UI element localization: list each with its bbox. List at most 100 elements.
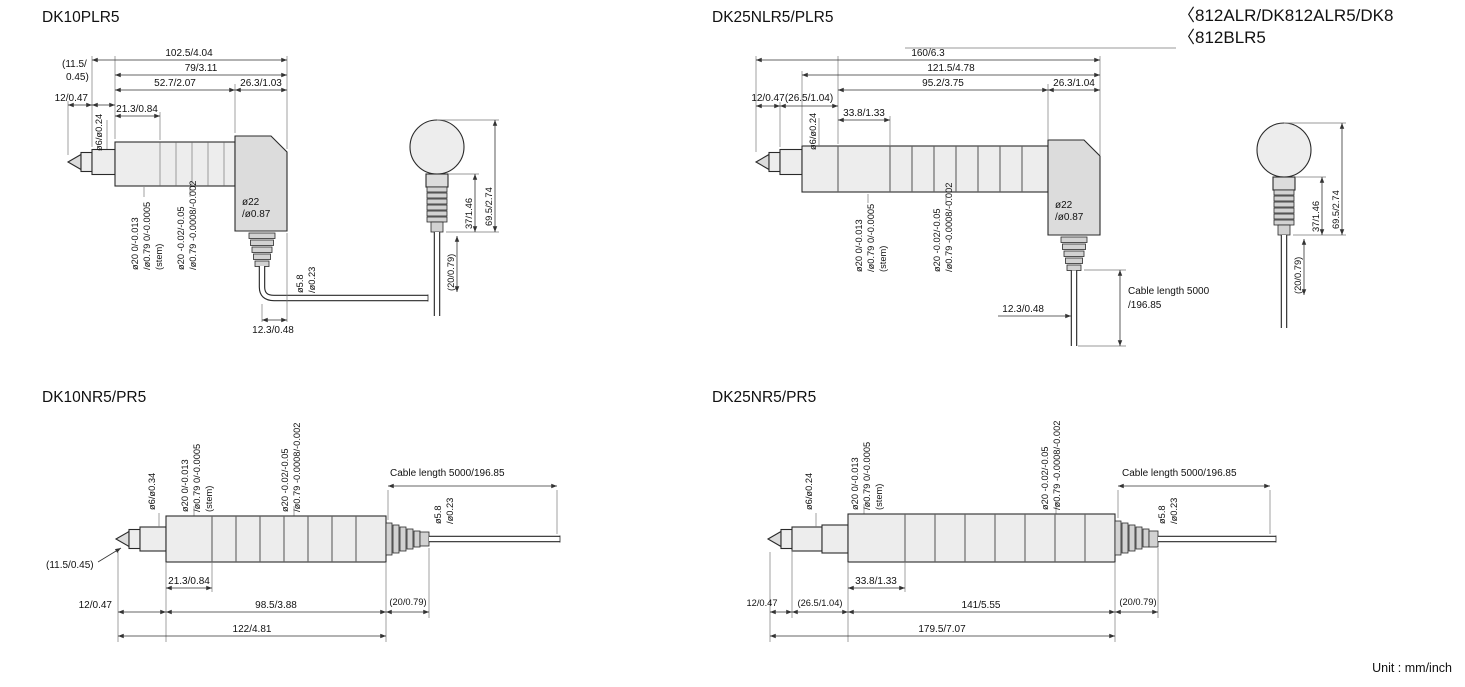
body-diameter-line2: /ø0.79 -0.0008/-0.002: [292, 423, 302, 512]
connector-dimension-lines: [1301, 123, 1345, 295]
dim-connector-neck: 37/1.46: [464, 198, 474, 229]
dim-collar-ref: (26.5/1.04): [785, 93, 833, 104]
relief-nub: [1148, 530, 1159, 548]
cable-length-label: Cable length 5000/196.85: [1122, 468, 1237, 479]
nose-cylinder: [91, 148, 116, 176]
stem-diameter-line2: /ø0.79 0/-0.0005: [142, 202, 152, 270]
dimension-labels: 102.5/4.04 (11.5/ 0.45) 79/3.11 52.7/2.0…: [55, 48, 317, 336]
connector-ribs: [426, 186, 448, 223]
dim-tip-ref-line2: 0.45): [66, 72, 89, 83]
body-ridges: [159, 142, 225, 186]
nose-cylinder: [779, 148, 803, 176]
stem-body: [165, 515, 387, 563]
dim-connector-neck: 37/1.46: [1311, 201, 1321, 232]
cable-diameter-line1: ø5.8: [433, 505, 443, 524]
cable-diameter-line1: ø5.8: [295, 274, 305, 293]
dim-overall-length: 122/4.81: [233, 624, 272, 635]
probe-drawing: [114, 515, 561, 563]
tip-diameter-label: ø6/ø0.24: [804, 473, 814, 510]
header-models-line1: 〈812ALR/DK812ALR5/DK8: [1178, 6, 1393, 25]
probe-tip: [754, 153, 770, 171]
extension-lines: [755, 56, 1126, 347]
dimension-lines: [756, 57, 1123, 346]
stem-label: (stem): [204, 486, 214, 512]
relief-nub: [419, 531, 430, 547]
connector-neck: [425, 173, 449, 188]
connector-ribs: [1273, 189, 1295, 226]
angle-connector-block: [1047, 139, 1101, 236]
body-diameter-line2: /ø0.79 -0.0008/-0.002: [188, 181, 198, 270]
body-ridges: [904, 514, 1086, 562]
stem-label: (stem): [874, 484, 884, 510]
connector-circle: [1256, 122, 1312, 178]
panel-dk25nr5-pr5: DK25NR5/PR5: [712, 389, 1277, 642]
dim-block-length: 26.3/1.04: [1053, 78, 1095, 89]
tip-collar: [780, 528, 793, 550]
connector-side-view: 37/1.46 69.5/2.74 (20/0.79): [1256, 122, 1346, 328]
body-diameter-line1: ø20 -0.02/-0.05: [176, 206, 186, 270]
body-diameter-line1: ø20 -0.02/-0.05: [1040, 446, 1050, 510]
stem-diameter-line2: /ø0.79 0/-0.0005: [862, 442, 872, 510]
dim-block-length: 26.3/1.03: [240, 78, 282, 89]
dim-body-length: 121.5/4.78: [927, 63, 975, 74]
dim-nose-length: 12/0.47: [751, 93, 785, 104]
panel-dk10nr5-pr5: DK10NR5/PR5: [42, 389, 561, 642]
header-models-line2: 〈812BLR5: [1178, 28, 1266, 47]
dim-connector-total: 69.5/2.74: [1331, 190, 1341, 229]
stem-diameter-line2: /ø0.79 0/-0.0005: [866, 204, 876, 272]
cable-diameter-line2: /ø0.23: [1169, 498, 1179, 524]
block-diameter-line1: ø22: [242, 197, 260, 208]
body-diameter-line1: ø20 -0.02/-0.05: [932, 208, 942, 272]
dim-overall-length: 160/6.3: [911, 48, 945, 59]
dim-relief-ref: (20/0.79): [389, 597, 426, 607]
stem-diameter-line1: ø20 0/-0.013: [854, 219, 864, 272]
probe-tip: [66, 153, 82, 171]
panel-title: DK10NR5/PR5: [42, 389, 146, 406]
block-diameter-line2: /ø0.87: [1055, 212, 1084, 223]
probe-drawing: [754, 139, 1101, 346]
strain-relief: [248, 232, 276, 267]
cable-length-line1: Cable length 5000: [1128, 286, 1210, 297]
angle-connector-block: [234, 135, 288, 232]
connector-dimension-lines: [454, 120, 498, 292]
dimension-lines: [68, 57, 287, 323]
dim-relief-ref: (20/0.79): [1119, 597, 1156, 607]
dim-tip-ref: (11.5/0.45): [46, 560, 94, 571]
unit-note: Unit : mm/inch: [1372, 661, 1452, 675]
dim-cable-offset: 12.3/0.48: [1002, 304, 1044, 315]
stem-diameter-line1: ø20 0/-0.013: [180, 459, 190, 512]
dim-nose-length: 12/0.47: [55, 93, 89, 104]
block-diameter-line1: ø22: [1055, 200, 1073, 211]
stem-label: (stem): [154, 244, 164, 270]
connector-taper: [1277, 224, 1291, 236]
probe-drawing: [66, 135, 429, 302]
extension-lines: [67, 56, 288, 322]
dim-nose-length: 12/0.47: [746, 598, 777, 608]
cable-core: [259, 266, 428, 301]
nose-cylinder: [791, 526, 823, 552]
body-ridges: [837, 146, 1023, 192]
cable-length-label: Cable length 5000/196.85: [390, 468, 505, 479]
nose-cylinder: [139, 526, 167, 552]
body-diameter-line1: ø20 -0.02/-0.05: [280, 448, 290, 512]
dim-body-length: 98.5/3.88: [255, 600, 297, 611]
connector-taper: [430, 221, 444, 233]
dim-overall-length: 102.5/4.04: [165, 48, 213, 59]
tip-diameter-label: ø6/ø0.24: [808, 113, 818, 150]
dim-overall-length: 179.5/7.07: [918, 624, 966, 635]
cable-length-line2: /196.85: [1128, 300, 1162, 311]
collar-cylinder: [821, 524, 849, 554]
panel-dk10plr5: DK10PLR5: [42, 9, 499, 336]
cable-diameter-line2: /ø0.23: [307, 267, 317, 293]
stem-body: [847, 513, 1116, 563]
dim-first-section: 33.8/1.33: [855, 576, 897, 587]
dim-collar-ref: (26.5/1.04): [798, 598, 843, 608]
dimension-labels: 21.3/0.84 12/0.47 98.5/3.88 (20/0.79) 12…: [46, 423, 505, 635]
connector-neck: [1272, 176, 1296, 191]
strain-relief: [1060, 236, 1088, 271]
connector-side-view: 37/1.46 69.5/2.74 (20/0.79): [409, 119, 499, 316]
dimension-labels: 33.8/1.33 12/0.47 (26.5/1.04) 141/5.55 (…: [746, 421, 1236, 635]
tip-diameter-label: ø6/ø0.24: [94, 114, 104, 151]
dim-first-section: 21.3/0.84: [116, 104, 158, 115]
